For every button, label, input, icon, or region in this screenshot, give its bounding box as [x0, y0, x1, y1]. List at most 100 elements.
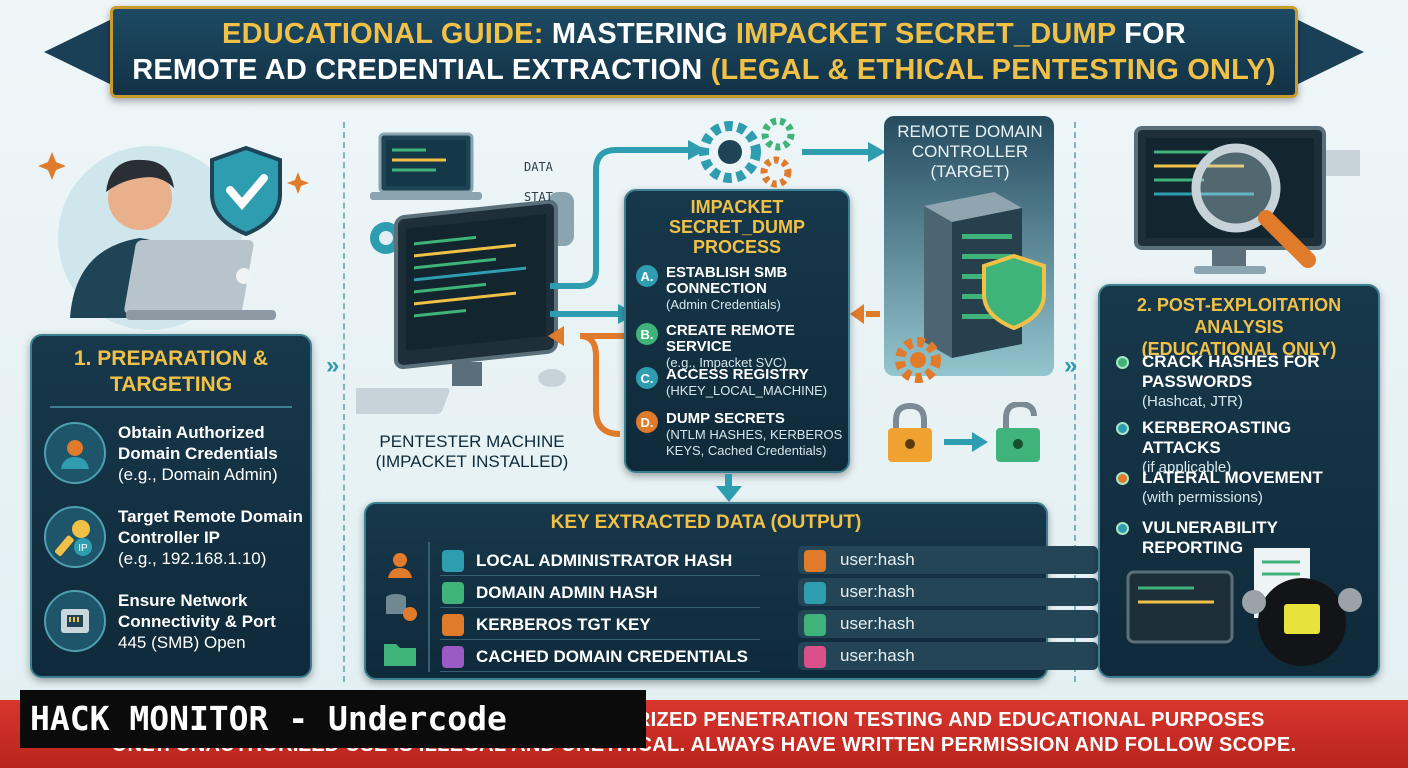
hash-user-icon-2	[804, 582, 826, 604]
analysis-item-2-note: (if applicable)	[1142, 459, 1232, 476]
column-divider-right	[1074, 122, 1076, 682]
prep-step-connectivity: Ensure Network Connectivity & Port 445 (…	[44, 590, 306, 653]
process-step-a-text: ESTABLISH SMB CONNECTION	[666, 264, 788, 297]
output-row-3-value: user:hash	[798, 610, 1098, 638]
machine-label-line-2: (IMPACKET INSTALLED)	[375, 452, 569, 471]
analysis-item-2-text: KERBEROASTING ATTACKS	[1142, 418, 1292, 457]
user-icon	[44, 422, 106, 484]
process-step-d-text: DUMP SECRETS	[666, 410, 785, 427]
bullet-icon-2	[1116, 422, 1129, 435]
output-row-2-value: user:hash	[798, 578, 1098, 606]
output-divider	[428, 542, 430, 672]
analysis-item-lateral: LATERAL MOVEMENT (with permissions)	[1116, 468, 1372, 507]
extracted-data-panel: KEY EXTRACTED DATA (OUTPUT) LOCAL ADMINI…	[364, 502, 1098, 680]
title-line-2: REMOTE AD CREDENTIAL EXTRACTION (LEGAL &…	[132, 52, 1276, 88]
output-row-1-value: user:hash	[798, 546, 1098, 574]
title-banner: EDUCATIONAL GUIDE: MASTERING IMPACKET SE…	[110, 6, 1298, 98]
hash-user-icon	[804, 550, 826, 572]
report-mascot-illustration	[1126, 548, 1362, 666]
process-step-c-text: ACCESS REGISTRY	[666, 366, 809, 383]
key-ip-icon: IP	[44, 506, 106, 568]
output-row-cached-creds: CACHED DOMAIN CREDENTIALS user:hash	[430, 642, 1098, 672]
analysis-title: 2. POST-EXPLOITATION ANALYSIS (EDUCATION…	[1136, 295, 1342, 359]
prep-step-1-note: (e.g., Domain Admin)	[118, 465, 278, 484]
lock-unlock-illustration	[888, 402, 1040, 462]
credentials-card-icon	[442, 646, 464, 668]
domain-controller-label: REMOTE DOMAIN CONTROLLER (TARGET)	[897, 122, 1043, 181]
data-label: DATA	[524, 160, 553, 174]
analysis-item-crack: CRACK HASHES FOR PASSWORDS (Hashcat, JTR…	[1116, 352, 1372, 411]
process-step-b-text: CREATE REMOTE SERVICE	[666, 322, 795, 355]
chevron-right-icon: »	[326, 352, 340, 379]
arrow-down-icon	[716, 474, 742, 502]
preparation-separator	[50, 406, 292, 408]
process-step-c-note: (HKEY_LOCAL_MACHINE)	[666, 383, 828, 398]
title-highlight: IMPACKET SECRET_DUMP	[735, 18, 1116, 50]
output-row-3-label: KERBEROS TGT KEY	[440, 610, 760, 640]
analysis-item-3-text: LATERAL MOVEMENT	[1142, 468, 1323, 487]
analysis-monitor-illustration	[1134, 126, 1360, 274]
user-icon	[442, 550, 464, 572]
secretdump-process-panel: IMPACKET SECRET_DUMP PROCESS A. ESTABLIS…	[624, 189, 850, 473]
process-step-smb: A. ESTABLISH SMB CONNECTION(Admin Creden…	[636, 265, 848, 313]
step-badge-a: A.	[636, 265, 658, 287]
machine-label-line-1: PENTESTER MACHINE	[379, 432, 565, 451]
process-title: IMPACKET SECRET_DUMP PROCESS	[668, 197, 806, 257]
banner-ribbon-left	[44, 18, 114, 86]
subtitle-highlight: (LEGAL & ETHICAL PENTESTING ONLY)	[710, 54, 1276, 86]
bullet-icon-3	[1116, 472, 1129, 485]
analysis-item-1-text: CRACK HASHES FOR PASSWORDS	[1142, 352, 1320, 391]
output-row-2-label: DOMAIN ADMIN HASH	[440, 578, 760, 608]
post-exploitation-panel: 2. POST-EXPLOITATION ANALYSIS (EDUCATION…	[1098, 284, 1380, 678]
pentester-machine-illustration	[356, 132, 574, 414]
output-title: KEY EXTRACTED DATA (OUTPUT)	[550, 512, 862, 533]
analysis-item-4-text: VULNERABILITY REPORTING	[1142, 518, 1278, 557]
analysis-item-kerberoast: KERBEROASTING ATTACKS (if applicable)	[1116, 418, 1372, 477]
process-step-a-note: (Admin Credentials)	[666, 297, 781, 312]
title-end: FOR	[1115, 18, 1186, 50]
title-mid: MASTERING	[551, 18, 736, 50]
watermark-banner: HACK MONITOR - Undercode	[20, 690, 646, 748]
bullet-icon	[1116, 356, 1129, 369]
chevron-right-icon-2: »	[1064, 352, 1078, 379]
pentester-illustration	[38, 145, 309, 330]
prep-step-2-text: Target Remote Domain Controller IP	[118, 507, 303, 547]
title-line-1: EDUCATIONAL GUIDE: MASTERING IMPACKET SE…	[222, 16, 1186, 52]
step-badge-b: B.	[636, 323, 658, 345]
step-badge-d: D.	[636, 411, 658, 433]
prep-step-3-note: 445 (SMB) Open	[118, 633, 246, 652]
stat-label: STAT	[524, 190, 553, 204]
analysis-item-reporting: VULNERABILITY REPORTING	[1116, 518, 1278, 558]
process-step-b-note: (e.g., Impacket SVC)	[666, 355, 787, 370]
analysis-item-1-note: (Hashcat, JTR)	[1142, 393, 1243, 410]
analysis-item-3-note: (with permissions)	[1142, 489, 1263, 506]
output-row-local-admin: LOCAL ADMINISTRATOR HASH user:hash	[430, 546, 1098, 576]
column-divider-left	[343, 122, 345, 682]
server-tower-illustration	[924, 192, 1046, 358]
banner-ribbon-right	[1294, 18, 1364, 86]
prep-step-1-text: Obtain Authorized Domain Credentials	[118, 423, 278, 463]
prep-step-2-note: (e.g., 192.168.1.10)	[118, 549, 267, 568]
output-side-icons	[384, 553, 417, 666]
process-step-dump: D. DUMP SECRETS(NTLM HASHES, KERBEROS KE…	[636, 411, 848, 459]
title-prefix: EDUCATIONAL GUIDE:	[222, 18, 552, 50]
gear-icon	[895, 337, 941, 383]
gears-icon	[699, 117, 795, 188]
hash-key-icon	[804, 614, 826, 636]
key-icon	[442, 614, 464, 636]
output-row-1-label: LOCAL ADMINISTRATOR HASH	[440, 546, 760, 576]
process-step-service: B. CREATE REMOTE SERVICE(e.g., Impacket …	[636, 323, 848, 371]
output-row-kerberos: KERBEROS TGT KEY user:hash	[430, 610, 1098, 640]
pentester-machine-label: PENTESTER MACHINE (IMPACKET INSTALLED)	[372, 432, 572, 472]
process-step-d-note: (NTLM HASHES, KERBEROS KEYS, Cached Cred…	[666, 427, 843, 458]
preparation-panel: 1. PREPARATION & TARGETING Obtain Author…	[30, 334, 312, 678]
disclaimer-line-1: AUTHORIZED PENETRATION TESTING AND EDUCA…	[563, 709, 1265, 731]
preparation-title: 1. PREPARATION & TARGETING	[73, 347, 269, 396]
hash-user-icon-3	[804, 646, 826, 668]
bullet-icon-4	[1116, 522, 1129, 535]
prep-step-target-ip: IP Target Remote Domain Controller IP (e…	[44, 506, 306, 569]
prep-step-credentials: Obtain Authorized Domain Credentials (e.…	[44, 422, 306, 485]
subtitle-main: REMOTE AD CREDENTIAL EXTRACTION	[132, 54, 711, 86]
svg-text:IP: IP	[78, 543, 88, 554]
output-row-domain-admin: DOMAIN ADMIN HASH user:hash	[430, 578, 1098, 608]
